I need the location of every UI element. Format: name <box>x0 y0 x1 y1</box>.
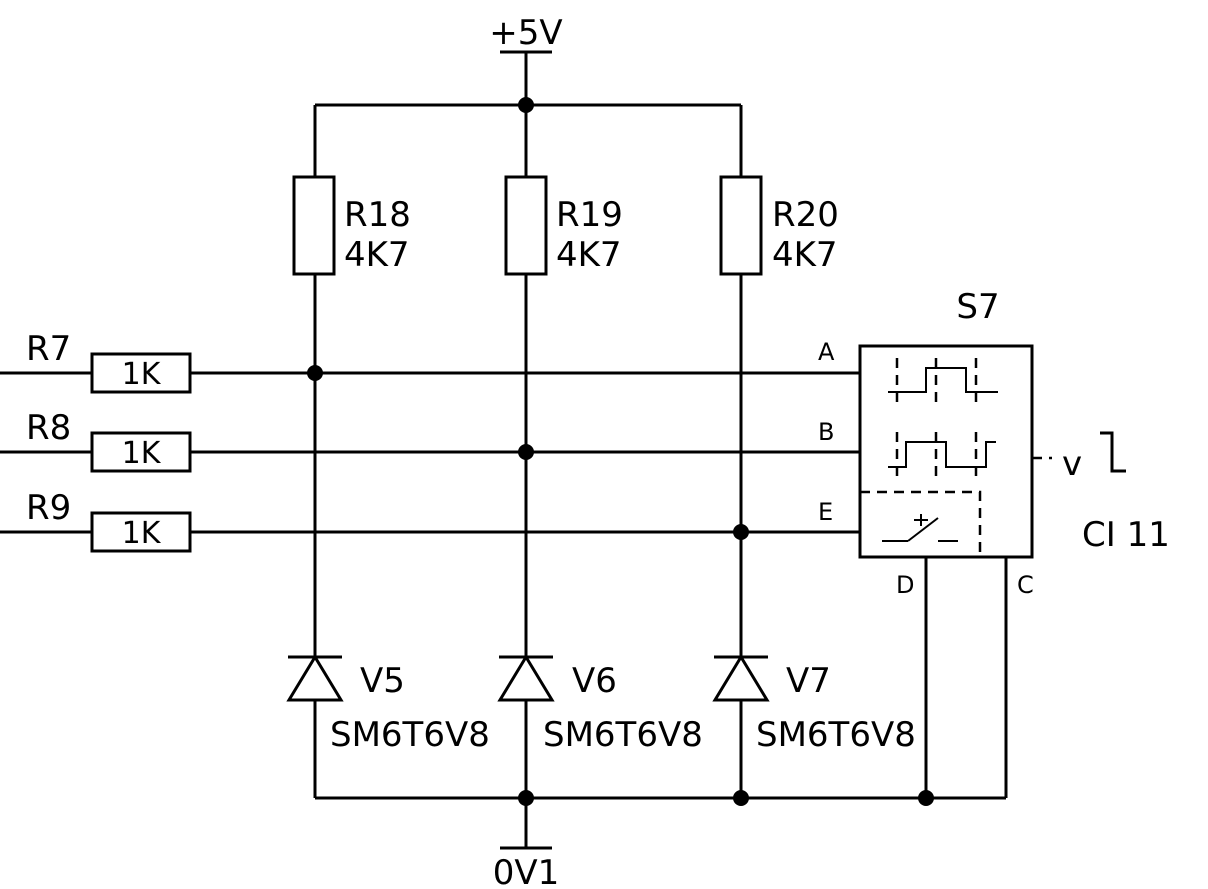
pin-e-label: E <box>818 498 833 526</box>
r19-ref: R19 <box>556 195 623 235</box>
r18-ref: R18 <box>344 195 411 235</box>
ground-label: 0V1 <box>493 853 560 889</box>
r20-ref: R20 <box>772 195 839 235</box>
v5-ref: V5 <box>360 661 405 701</box>
switch-s7: S7 A B E D C <box>818 287 1170 798</box>
junction-b <box>518 444 534 460</box>
pin-a-label: A <box>818 338 835 366</box>
resistor-input-b <box>90 431 192 473</box>
supply-5v-label: +5V <box>489 13 562 53</box>
detent-indicator: v <box>1032 431 1126 484</box>
detent-symbol: v <box>1062 444 1082 484</box>
waveform-a-symbol <box>888 358 998 404</box>
v5-part: SM6T6V8 <box>330 715 490 755</box>
input-e-resistor-value: 1K <box>122 516 162 551</box>
input-line-e: 1K R9 <box>0 488 860 553</box>
diode-v7 <box>712 654 770 702</box>
input-line-b: 1K R8 <box>0 408 860 473</box>
supply-ground: 0V1 <box>493 798 560 889</box>
push-switch-symbol <box>860 490 982 557</box>
r18-value: 4K7 <box>344 235 410 275</box>
input-e-net: R9 <box>26 488 71 528</box>
junction-bottom-2 <box>733 790 749 806</box>
switch-rating: CI 11 <box>1082 515 1170 555</box>
r20-value: 4K7 <box>772 235 838 275</box>
input-b-net: R8 <box>26 408 71 448</box>
supply-5v: +5V <box>489 13 563 105</box>
junction-a <box>307 365 323 381</box>
v7-ref: V7 <box>786 661 831 701</box>
junction-e <box>733 524 749 540</box>
diode-v5 <box>286 654 344 702</box>
input-a-net: R7 <box>26 329 71 369</box>
pin-c-label: C <box>1017 571 1034 599</box>
resistor-input-e <box>90 511 192 553</box>
input-b-resistor-value: 1K <box>122 436 162 471</box>
input-line-a: 1K R7 <box>0 329 860 394</box>
pin-d-label: D <box>896 571 914 599</box>
v6-ref: V6 <box>572 661 617 701</box>
r19-value: 4K7 <box>556 235 622 275</box>
resistor-r20 <box>719 175 763 276</box>
v7-part: SM6T6V8 <box>756 715 916 755</box>
pin-b-label: B <box>818 418 834 446</box>
waveform-b-symbol <box>888 432 996 478</box>
diode-v6 <box>497 654 555 702</box>
switch-ref: S7 <box>956 287 999 327</box>
resistor-r18 <box>292 175 336 276</box>
input-a-resistor-value: 1K <box>122 357 162 392</box>
resistor-r19 <box>504 175 548 276</box>
v6-part: SM6T6V8 <box>543 715 703 755</box>
resistor-input-a <box>90 352 192 394</box>
